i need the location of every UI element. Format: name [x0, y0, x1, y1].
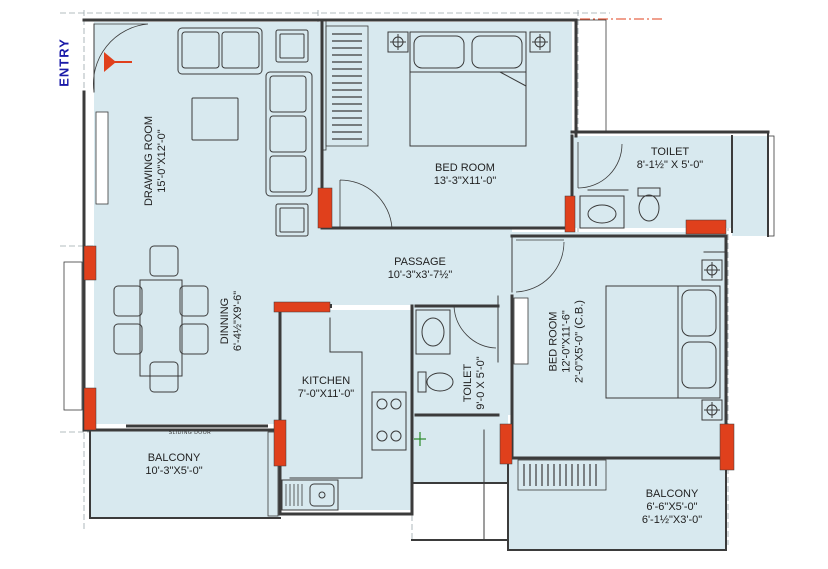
chair-icon [149, 245, 179, 277]
toilet2-name: TOILET [462, 363, 474, 403]
doors [93, 23, 623, 352]
wc-icon [417, 371, 454, 393]
drawing-room-floor [94, 22, 322, 244]
table-icon [139, 279, 183, 377]
toilet2-door [453, 305, 497, 349]
toilet1-ext-floor [732, 136, 768, 236]
chair-icon [149, 361, 179, 393]
balcony1-floor [90, 430, 280, 518]
sink-icon [281, 479, 339, 511]
passage-floor [322, 227, 512, 305]
entry-door [93, 23, 149, 93]
toilet1-door [577, 142, 623, 189]
entry-label: ENTRY [56, 38, 72, 87]
drawing-room-size: 15'-0"X12'-0" [156, 129, 168, 193]
dinning-label: DINNING 6'-4½"X9'-6" [219, 271, 245, 371]
lamp-icon [387, 31, 551, 53]
drawing-room-name: DRAWING ROOM [143, 115, 155, 207]
shaft-floor [412, 415, 508, 483]
toilet2-floor [412, 305, 512, 415]
wardrobe-hangers [523, 464, 597, 486]
kitchen-floor [280, 310, 412, 510]
bedroom2-size2: 2'-0"X5'-0" (C.B.) [573, 300, 586, 383]
chair-icon [113, 323, 143, 355]
toilet1-size: 8'-1½" X 5'-0" [636, 159, 704, 171]
window-dinning-left [63, 261, 83, 411]
balcony2-size: 6'-6"X5'-0" [646, 501, 698, 513]
bedroom1-name: BED ROOM [435, 162, 495, 174]
bedroom2-door [515, 239, 565, 293]
basin-icon [579, 195, 625, 229]
balcony2-size2: 6'-1½"X3'-0" [641, 514, 703, 526]
chair-icon [113, 285, 143, 317]
toilet2-size: 9'-0 X 5'-0" [475, 356, 487, 410]
bedroom1-door [339, 179, 393, 229]
bedroom2-name: BED ROOM [547, 311, 560, 372]
kitchen-fixtures [281, 391, 407, 511]
columns [83, 187, 735, 471]
bedroom1-floor [322, 22, 572, 227]
chair-icon [179, 285, 209, 317]
drawing-room-label: DRAWING ROOM 15'-0"X12'-0" [143, 91, 169, 231]
passage-label: PASSAGE 10'-3"x3'-7½" [360, 256, 480, 282]
window-toilet1-right [767, 135, 775, 237]
kitchen-size: 7'-0"X11'-0" [297, 388, 355, 400]
dinning-size: 6'-4½"X9'-6" [232, 290, 244, 352]
bedroom2-size: 12'-0"X11'-6" [560, 310, 573, 373]
window-bedroom1-right [575, 19, 607, 133]
chair-icon [179, 323, 209, 355]
basin-icon [415, 309, 451, 355]
toilet1-fixtures [579, 187, 661, 229]
stove-icon [371, 391, 407, 451]
wc-icon [637, 187, 661, 222]
sofa-icon [177, 27, 313, 237]
kitchen-name: KITCHEN [301, 375, 351, 387]
toilet1-floor [572, 136, 732, 228]
windows [63, 19, 775, 517]
wardrobe-hangers [332, 33, 362, 140]
bedroom1-label: BED ROOM 13'-3"X11'-0" [400, 162, 530, 188]
kitchen-label: KITCHEN 7'-0"X11'-0" [278, 375, 374, 401]
dining-set-icon [113, 245, 209, 393]
sink-drain-board [285, 484, 303, 506]
dinning-name: DINNING [219, 297, 231, 345]
toilet2-fixtures [415, 309, 454, 393]
window-drawing-left [95, 111, 109, 205]
toilet1-label: TOILET 8'-1½" X 5'-0" [610, 146, 730, 172]
balcony1-name: BALCONY [147, 452, 201, 464]
passage-size: 10'-3"x3'-7½" [387, 269, 453, 281]
bedroom2-label: BED ROOM 12'-0"X11'-6" 2'-0"X5'-0" (C.B.… [548, 277, 587, 407]
sliding-door-label: SLIDING DOOR [168, 430, 212, 436]
lamp-icon [701, 259, 723, 421]
tap-icon [414, 432, 426, 446]
bed-icon [409, 31, 527, 147]
balcony1-label: BALCONY 10'-3"X5'-0" [124, 452, 224, 478]
toilet1-name: TOILET [650, 146, 690, 158]
balcony2-name: BALCONY [645, 488, 699, 500]
balcony2-label: BALCONY 6'-6"X5'-0" 6'-1½"X3'-0" [620, 488, 724, 527]
balcony2-floor [508, 458, 726, 550]
passage-name: PASSAGE [394, 256, 446, 268]
wardrobe-icon [325, 25, 369, 147]
balcony1-size: 10'-3"X5'-0" [145, 465, 203, 477]
wardrobe-icon [517, 459, 607, 491]
bedroom1-size: 13'-3"X11'-0" [433, 175, 497, 187]
bed-icon [605, 285, 721, 399]
window-bedroom2-left [513, 297, 529, 365]
bedroom2-floor [512, 232, 726, 458]
window-balcony1-right [267, 431, 279, 517]
toilet2-label: TOILET 9'-0 X 5'-0" [462, 343, 488, 423]
